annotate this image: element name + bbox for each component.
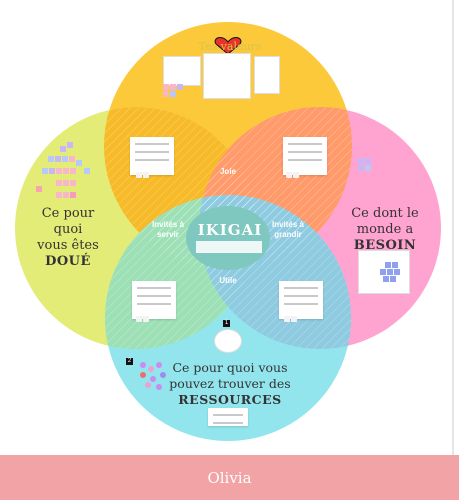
label-good-at-emph: DOUÉ <box>45 254 91 269</box>
label-love: Tes valeurs <box>198 40 262 53</box>
zone-joie: Joie <box>219 167 236 176</box>
note-card-joie-left[interactable] <box>130 137 174 175</box>
note-card-utile-right[interactable] <box>279 281 323 319</box>
sticky-mini <box>286 172 292 178</box>
label-world-needs: Ce dont le monde a BESOIN <box>345 206 425 254</box>
label-good-at-line1: Ce pour quoi <box>41 206 95 237</box>
footer-name-bar: Olivia <box>0 455 459 500</box>
zone-servir: Invités à servir <box>151 220 184 239</box>
label-world-needs-line2: monde a <box>356 222 414 237</box>
ikigai-subtitle-note <box>196 241 262 253</box>
note-card-resources[interactable] <box>208 408 248 426</box>
sticky-mini <box>291 316 297 322</box>
venn-diagram <box>15 22 441 441</box>
label-paid-for-line2: pouvez trouver des <box>169 376 291 391</box>
label-good-at: Ce pour quoi vous êtes DOUÉ <box>28 206 108 270</box>
label-world-needs-emph: BESOIN <box>353 238 417 253</box>
badge-2: 2 <box>126 358 133 365</box>
ikigai-board: Tes valeurs <box>15 0 454 455</box>
ikigai-center <box>186 206 270 270</box>
sticky-mini <box>143 316 149 322</box>
sticky-mini <box>136 172 142 178</box>
footer-name: Olivia <box>207 468 252 487</box>
image-thumbnail-table[interactable] <box>203 53 251 99</box>
zone-grandir: Invités à grandir <box>271 220 304 239</box>
board-edge <box>452 0 454 455</box>
badge-1: 1 <box>223 320 230 327</box>
ikigai-title: IKIGAI <box>197 221 263 239</box>
image-thumbnail-drawing[interactable] <box>214 329 242 353</box>
note-card-utile-left[interactable] <box>132 281 176 319</box>
label-good-at-line2: vous êtes <box>37 238 99 253</box>
image-thumbnail-diagram[interactable] <box>254 56 280 94</box>
label-paid-for-line1: Ce pour quoi vous <box>172 360 288 375</box>
sticky-mini <box>136 316 142 322</box>
image-thumbnail-mindmap[interactable] <box>163 56 201 86</box>
sticky-mini <box>143 172 149 178</box>
zone-utile: Utile <box>219 276 237 285</box>
label-paid-for-emph: RESSOURCES <box>178 392 282 407</box>
note-card-joie-right[interactable] <box>283 137 327 175</box>
label-paid-for: Ce pour quoi vous pouvez trouver des RES… <box>160 360 300 408</box>
sticky-mini <box>284 316 290 322</box>
label-world-needs-line1: Ce dont le <box>351 206 419 221</box>
sticky-mini <box>293 172 299 178</box>
